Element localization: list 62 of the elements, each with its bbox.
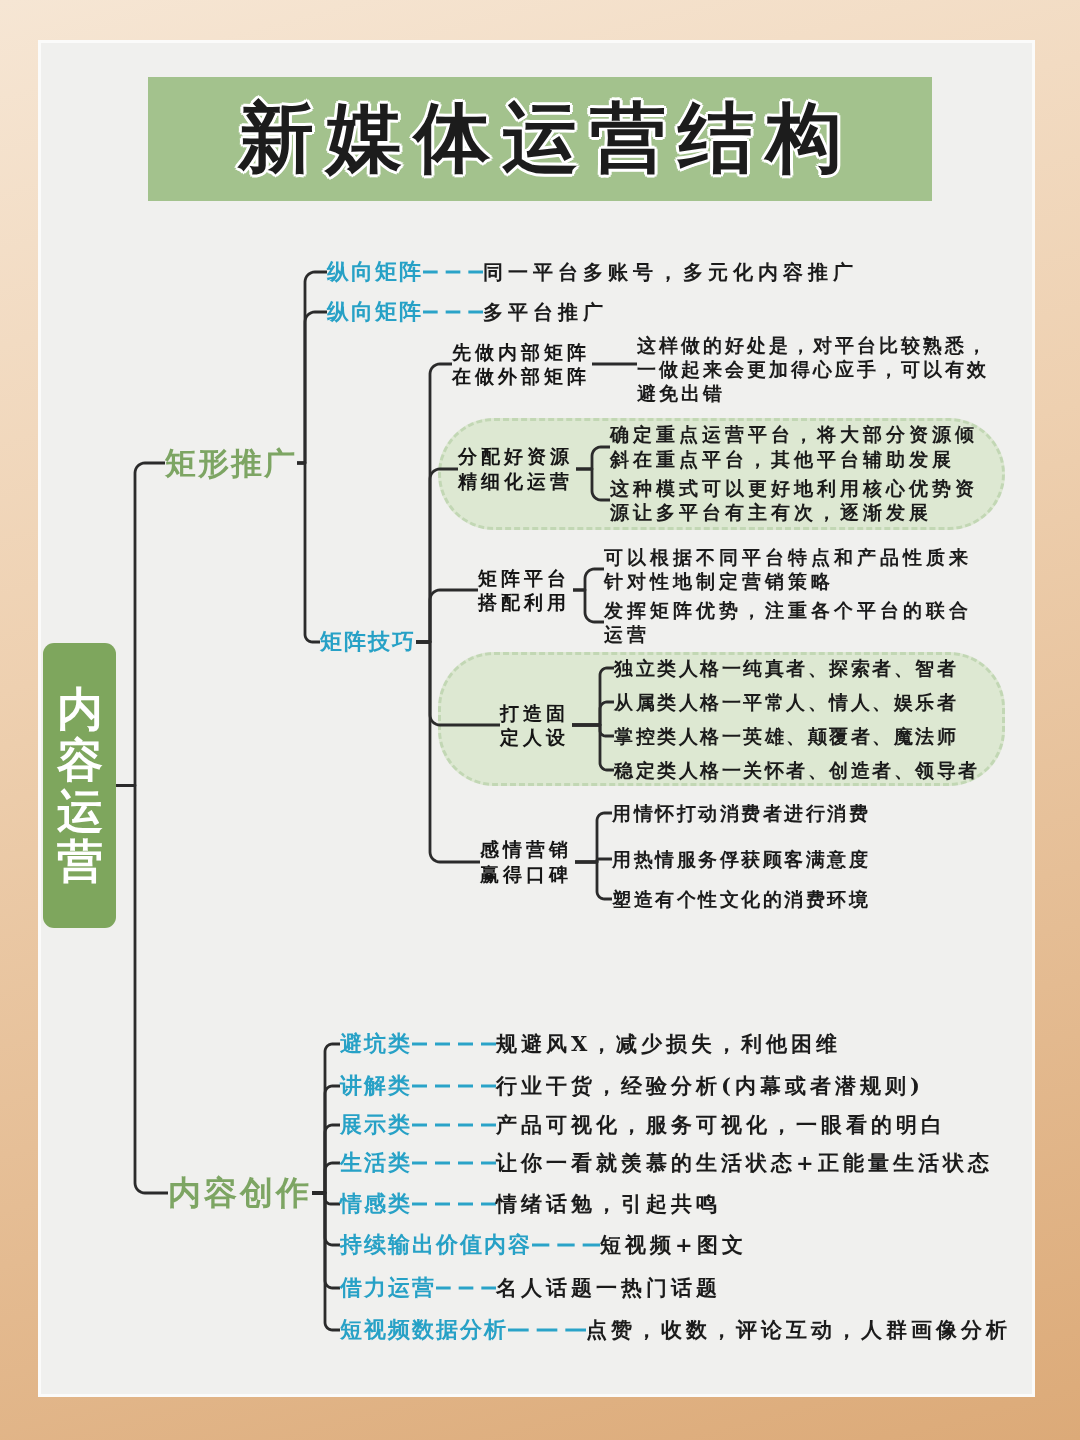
title-banner: 新媒体运营结构	[148, 77, 932, 201]
topic-label: 内容运营	[56, 684, 103, 887]
dashed-connector	[412, 1202, 496, 1206]
detail-text: 这样做的好处是，对平台比较熟悉，一做起来会更加得心应手，可以有效避免出错	[637, 333, 995, 405]
description-text: 多平台推广	[483, 298, 608, 326]
dashed-connector	[412, 1084, 496, 1088]
dashed-connector	[532, 1243, 600, 1247]
subtopic-label: 生活类	[340, 1149, 412, 1177]
subtopic-label: 展示类	[340, 1111, 412, 1139]
strategy-heading: 打造固定人设	[500, 701, 572, 749]
subtopic-label: 纵向矩阵	[327, 298, 423, 326]
connector-line	[297, 461, 320, 644]
subtopic-label: 矩阵技巧	[320, 628, 416, 656]
strategy-heading: 感情营销赢得口碑	[480, 837, 575, 887]
dashed-connector	[412, 1161, 496, 1165]
description-text: 短视频+图文	[600, 1231, 747, 1259]
strategy-heading: 矩阵平台搭配利用	[478, 566, 573, 614]
topic-box	[43, 643, 116, 928]
connector-line	[575, 860, 612, 901]
description-text: 点赞，收数，评论互动，人群画像分析	[586, 1316, 1011, 1344]
connector-line	[592, 362, 637, 366]
detail-text: 这种模式可以更好地利用核心优势资源让多平台有主有次，逐渐发展	[610, 476, 982, 524]
subtopic-label: 讲解类	[340, 1072, 412, 1100]
dashed-connector	[423, 270, 483, 274]
description-text: 产品可视化，服务可视化，一眼看的明白	[496, 1111, 946, 1139]
connector-line	[573, 588, 604, 624]
detail-text: 塑造有个性文化的消费环境	[612, 887, 870, 911]
description-text: 规避风X，减少损失，利他困维	[496, 1030, 842, 1058]
connector-line	[416, 640, 480, 864]
description-text: 名人话题一热门话题	[496, 1274, 721, 1302]
connector-line	[576, 467, 610, 502]
dashed-connector	[423, 310, 483, 314]
dashed-connector	[412, 1042, 496, 1046]
detail-text: 用情怀打动消费者进行消费	[612, 801, 870, 825]
detail-text: 稳定类人格一关怀者、创造者、领导者	[614, 758, 980, 782]
detail-text: 独立类人格一纯真者、探索者、智者	[614, 656, 958, 680]
dashed-connector	[412, 1123, 496, 1127]
connector-line	[116, 784, 168, 1195]
subtopic-label: 情感类	[340, 1190, 412, 1218]
strategy-heading: 分配好资源精细化运营	[458, 444, 576, 494]
connector-line	[572, 723, 614, 772]
description-text: 行业干货，经验分析(内幕或者潜规则)	[496, 1072, 924, 1100]
subtopic-label: 借力运营	[340, 1274, 436, 1302]
connector-line	[312, 1191, 340, 1332]
detail-text: 掌控类人格一英雄、颠覆者、魔法师	[614, 724, 958, 748]
dashed-connector	[436, 1286, 496, 1290]
description-text: 情绪话勉，引起共鸣	[496, 1190, 721, 1218]
branch-title: 矩形推广	[165, 445, 297, 481]
detail-text: 发挥矩阵优势，注重各个平台的联合运营	[604, 598, 976, 646]
detail-text: 从属类人格一平常人、情人、娱乐者	[614, 690, 958, 714]
subtopic-label: 持续输出价值内容	[340, 1231, 532, 1259]
subtopic-label: 纵向矩阵	[327, 258, 423, 286]
description-text: 同一平台多账号，多元化内容推广	[483, 258, 858, 286]
dashed-connector	[508, 1328, 586, 1332]
subtopic-label: 短视频数据分析	[340, 1316, 508, 1344]
subtopic-label: 避坑类	[340, 1030, 412, 1058]
detail-text: 确定重点运营平台，将大部分资源倾斜在重点平台，其他平台辅助发展	[610, 422, 982, 472]
description-text: 让你一看就羡慕的生活状态+正能量生活状态	[496, 1149, 993, 1177]
detail-text: 可以根据不同平台特点和产品性质来针对性地制定营销策略	[604, 545, 976, 593]
strategy-heading: 先做内部矩阵在做外部矩阵	[452, 340, 592, 388]
branch-title: 内容创作	[168, 1173, 312, 1213]
detail-text: 用热情服务俘获顾客满意度	[612, 847, 870, 871]
